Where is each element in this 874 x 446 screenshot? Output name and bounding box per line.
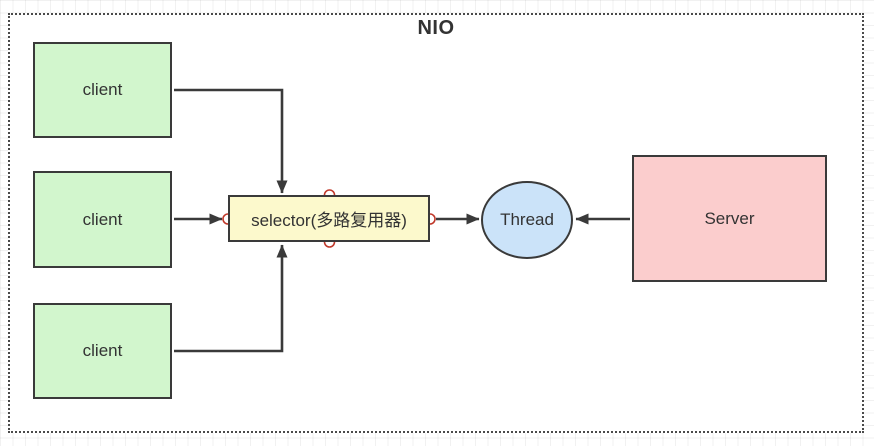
node-thread-label: Thread xyxy=(500,210,554,229)
diagram-title: NIO xyxy=(417,17,455,39)
node-client-1-label: client xyxy=(82,80,123,99)
node-client-3[interactable]: client xyxy=(33,303,172,399)
node-thread[interactable]: Thread xyxy=(481,181,573,259)
node-client-2-label: client xyxy=(82,209,123,229)
node-server[interactable]: Server xyxy=(632,155,827,282)
node-selector-label: selector(多路复用器) xyxy=(251,211,407,230)
node-client-2[interactable]: client xyxy=(33,171,172,268)
node-client-3-label: client xyxy=(82,341,123,360)
node-selector[interactable]: selector(多路复用器) xyxy=(228,195,430,242)
node-client-1[interactable]: client xyxy=(33,42,172,138)
node-server-label: Server xyxy=(704,208,755,228)
